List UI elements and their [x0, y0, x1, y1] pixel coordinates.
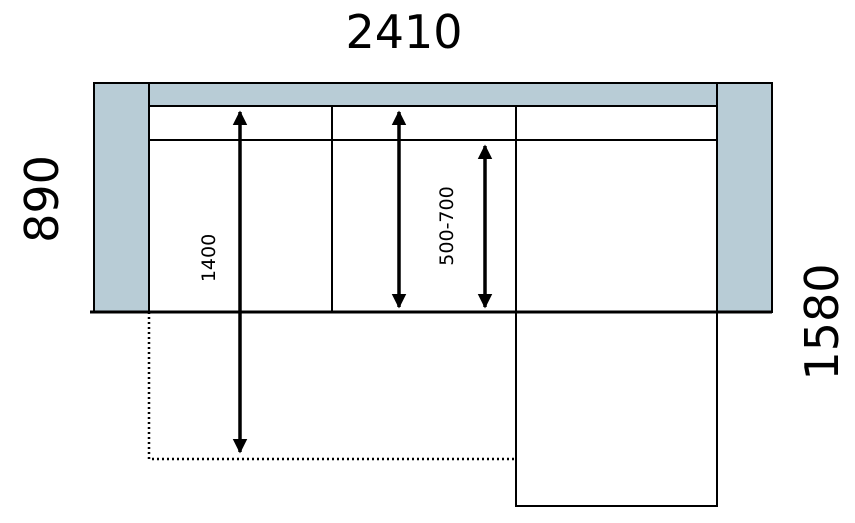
chaise-extension: [515, 312, 718, 507]
backrest: [148, 82, 718, 107]
width-label: 2410: [345, 5, 462, 59]
sleeping-area-outline: [147, 312, 516, 461]
seat-area: [148, 105, 718, 313]
bed-length-label: 1400: [198, 234, 220, 282]
height-range-label: 500-700: [436, 186, 458, 265]
left-armrest: [93, 82, 150, 313]
depth-label: 890: [15, 155, 69, 243]
chaise-length-label: 1580: [795, 263, 849, 380]
right-armrest: [716, 82, 773, 313]
